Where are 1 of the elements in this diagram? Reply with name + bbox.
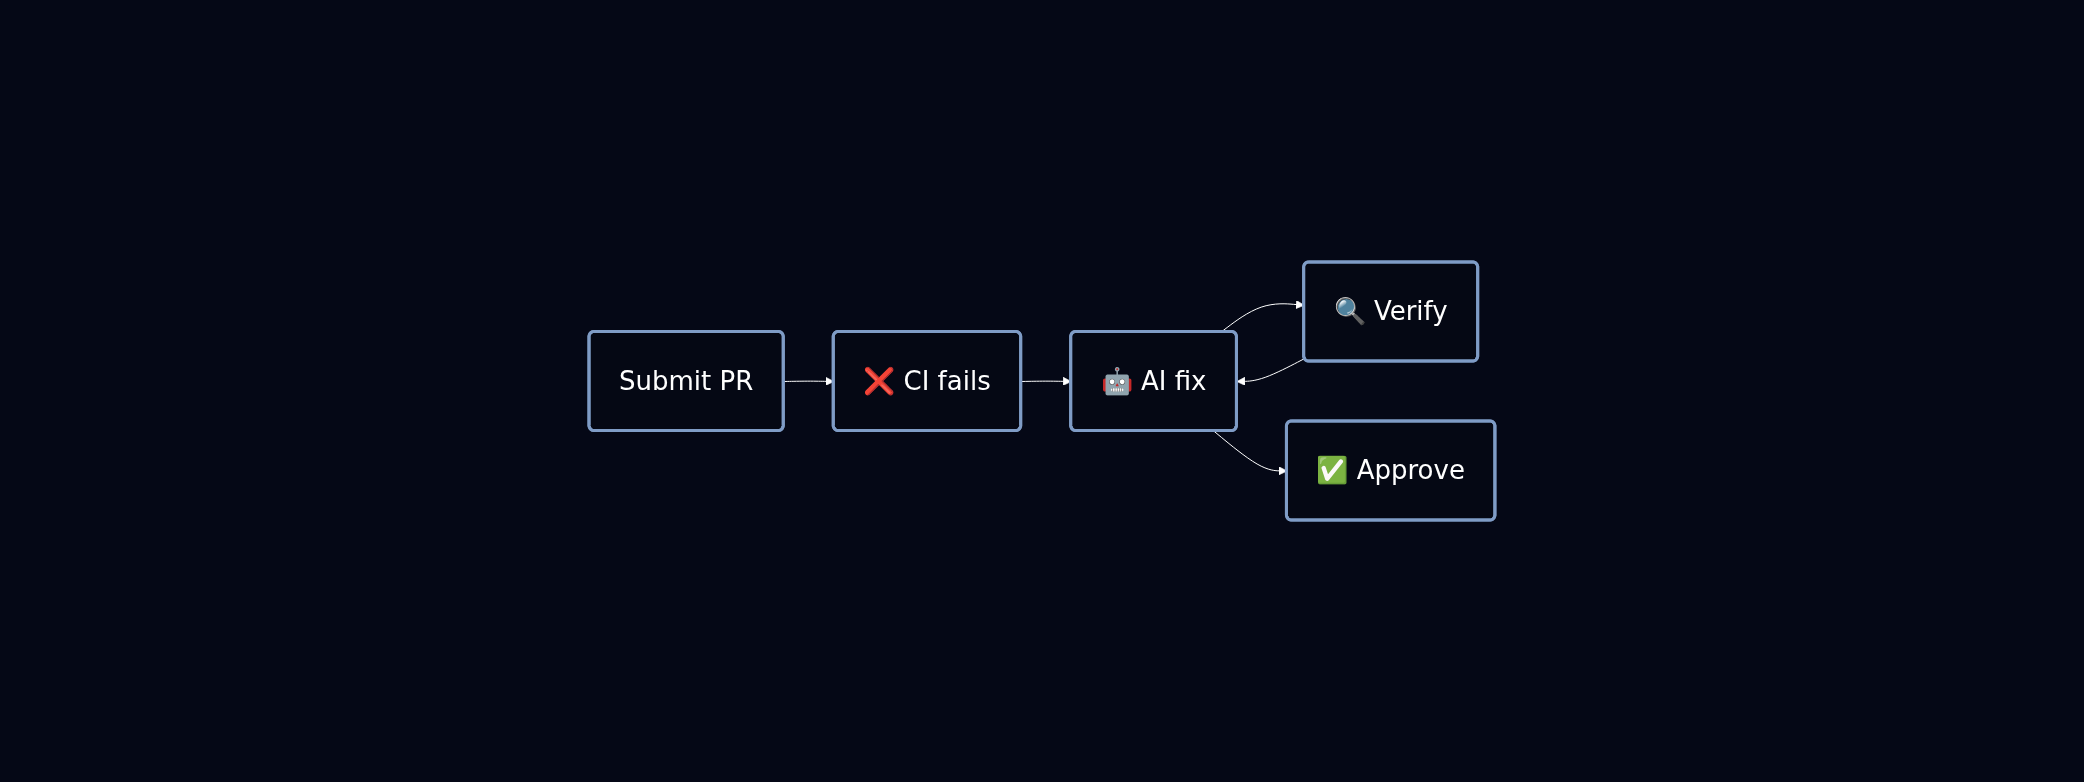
arrow — [1236, 358, 1306, 386]
